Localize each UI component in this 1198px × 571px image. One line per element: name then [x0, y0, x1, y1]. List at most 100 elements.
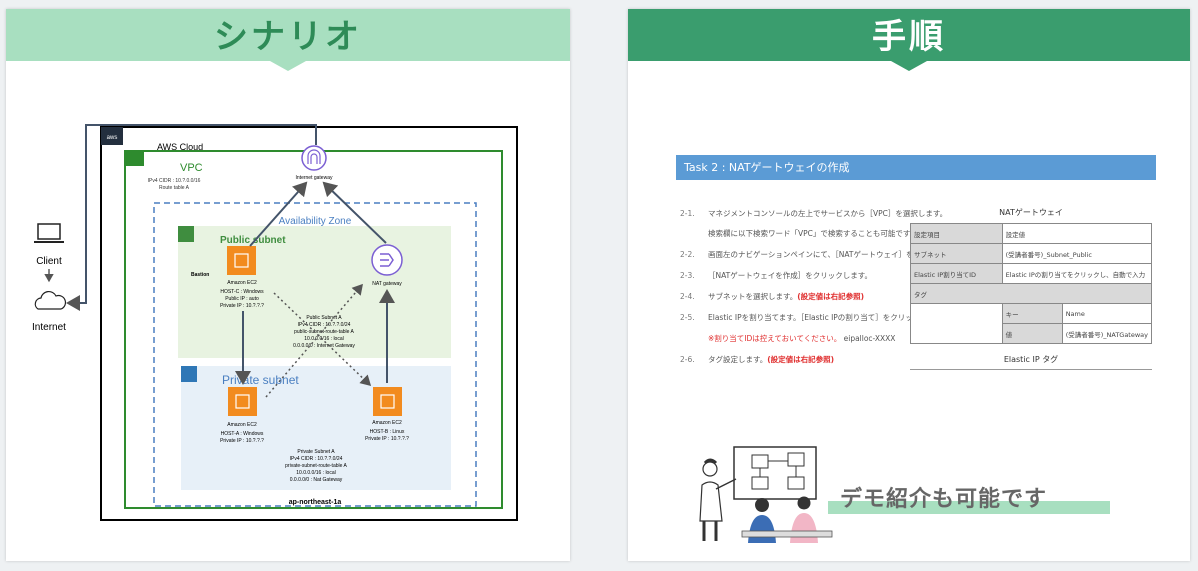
ec2-host-c-icon	[227, 246, 256, 275]
presenter-body	[699, 481, 723, 522]
nat-table-title: NATゲートウェイ	[999, 208, 1063, 217]
tag-value: Name	[1061, 303, 1153, 324]
public-subnet-lock-icon	[178, 226, 194, 242]
host-c-line-3: Private IP : 10.?.?.?	[220, 303, 264, 309]
step-6-num: 2-6.	[680, 355, 695, 364]
step-5-text: Elastic IPを割り当てます。［Elastic IPの割り当て］をクリック…	[708, 313, 950, 322]
availability-zone-label: Availability Zone	[279, 216, 352, 227]
step-2-num: 2-2.	[680, 250, 695, 259]
ec2-host-b-icon	[373, 387, 402, 416]
host-a-line-2: Private IP : 10.?.?.?	[220, 438, 264, 444]
public-info-1: Public Subnet A	[306, 315, 342, 321]
table-row: サブネット (受講者番号)_Subnet_Public	[910, 243, 1153, 264]
table-row: Elastic IP割り当てID Elastic IPの割り当てをクリックし、自…	[910, 263, 1153, 284]
tag-value: (受講者番号)_NATGateway	[1061, 323, 1153, 344]
step-5-sub-id: eipalloc-XXXX	[843, 334, 896, 343]
audience-body-1	[748, 515, 776, 543]
table-row: タグ	[910, 283, 1152, 304]
tag-key: 値	[1001, 323, 1063, 344]
table-indent	[910, 303, 1003, 324]
ec2-host-a-label: Amazon EC2	[227, 422, 257, 428]
private-subnet-title: Private subnet	[222, 373, 299, 387]
ec2-host-b-label: Amazon EC2	[372, 420, 402, 426]
audience-head-1	[755, 498, 769, 512]
table-row: 設定項目 設定値	[910, 223, 1153, 244]
bastion-label: Bastion	[191, 272, 209, 278]
internet-gateway-label: Internet gateway	[296, 175, 333, 181]
ec2-host-a-icon	[228, 387, 257, 416]
table-indent	[910, 323, 1003, 344]
step-1: 2-1. マネジメントコンソールの左上でサービスから［VPC］を選択します。	[680, 208, 947, 219]
scenario-banner	[6, 9, 570, 71]
step-1-num: 2-1.	[680, 209, 695, 218]
private-info-3: private-subnet-route-table A	[285, 463, 347, 469]
vpc-title: VPC	[180, 162, 203, 174]
table-key: 設定項目	[910, 223, 1003, 244]
desk	[741, 530, 833, 538]
table-value: Elastic IPの割り当てをクリックし、自動で入力	[1001, 263, 1153, 284]
host-b-line-1: HOST-B : Linux	[370, 429, 405, 435]
whiteboard	[733, 446, 817, 500]
step-6: 2-6. タグ設定します。(設定値は右記参照)	[680, 354, 834, 365]
public-subnet-title: Public subnet	[220, 235, 286, 246]
table-key: サブネット	[910, 243, 1003, 264]
audience-head-2	[797, 496, 811, 510]
task-title-bar: Task 2 : NATゲートウェイの作成	[676, 155, 1156, 180]
internet-cloud-icon	[34, 290, 67, 310]
tag-key: キー	[1001, 303, 1063, 324]
step-4-num: 2-4.	[680, 292, 695, 301]
aws-logo-text: aws	[107, 135, 118, 141]
table-row: 値 (受講者番号)_NATGateway	[910, 323, 1153, 344]
public-subnet-box	[178, 226, 451, 358]
vpc-icon	[126, 152, 144, 166]
ec2-host-c-label: Amazon EC2	[227, 280, 257, 286]
step-2: 2-2. 画面左のナビゲーションペインにて、［NATゲートウェイ］をクリックします…	[680, 249, 973, 260]
step-3: 2-3.［NATゲートウェイを作成］をクリックします。	[680, 270, 872, 281]
audience-body-2	[790, 513, 818, 543]
private-info-4: 10.0.0.0/16 : local	[296, 470, 335, 476]
table-key: Elastic IP割り当てID	[910, 263, 1003, 284]
aws-logo	[101, 127, 123, 145]
demo-highlight	[828, 501, 1110, 514]
step-6-text: タグ設定します。	[708, 355, 768, 364]
vpc-route: Route table A	[159, 185, 190, 191]
presentation-illustration	[699, 446, 833, 543]
scenario-panel: シナリオ aws AWS Cloud VPC IPv4 CIDR : 10.?.…	[6, 9, 570, 561]
host-a-line-1: HOST-A : Windows	[221, 431, 264, 437]
private-info-5: 0.0.0.0/0 : Nat Gateway	[290, 477, 343, 483]
availability-zone-box	[153, 202, 477, 507]
private-info-1: Private Subnet A	[297, 449, 335, 455]
scenario-title: シナリオ	[214, 17, 362, 57]
public-info-5: 0.0.0.0/0 : Internet Gateway	[293, 343, 355, 349]
step-1-sub: 検索欄に以下検索ワード「VPC」で検索することも可能です。	[708, 229, 918, 238]
region-label: ap-northeast-1a	[289, 499, 342, 506]
step-2-text: 画面左のナビゲーションペインにて、［NATゲートウェイ］をクリックします。	[708, 250, 973, 259]
procedure-banner	[628, 9, 1190, 71]
network-diagram: aws AWS Cloud VPC IPv4 CIDR : 10.?.0.0/1…	[32, 124, 518, 521]
table-row: キー Name	[910, 303, 1153, 324]
step-5-sub: ※割り当てIDは控えておいてください。 eipalloc-XXXX	[708, 333, 895, 344]
public-info-2: IPv4 CIDR : 10.?.?.0/24	[298, 322, 351, 328]
table-underline	[910, 369, 1152, 370]
public-info-4: 10.0.0.0/16 : local	[304, 336, 343, 342]
step-1-text: マネジメントコンソールの左上でサービスから［VPC］を選択します。	[708, 209, 948, 218]
host-b-line-2: Private IP : 10.?.?.?	[365, 436, 409, 442]
private-info-2: IPv4 CIDR : 10.?.?.0/24	[290, 456, 343, 462]
step-5-sub-warning: ※割り当てIDは控えておいてください。	[708, 334, 842, 343]
step-4-note: (設定値は右記参照)	[797, 292, 865, 301]
step-6-note: (設定値は右記参照)	[767, 355, 835, 364]
presenter-head	[702, 461, 718, 477]
nat-table-caption: Elastic IP タグ	[1003, 355, 1059, 364]
vpc-cidr: IPv4 CIDR : 10.?.0.0/16	[148, 178, 201, 184]
table-key: タグ	[910, 283, 1152, 304]
table-value: (受講者番号)_Subnet_Public	[1001, 243, 1153, 264]
private-subnet-box	[181, 366, 451, 490]
nat-settings-table: 設定項目 設定値 サブネット (受講者番号)_Subnet_Public Ela…	[910, 223, 1153, 344]
procedure-title: 手順	[872, 17, 946, 57]
public-info-3: public-subnet-route-table A	[294, 329, 354, 335]
procedure-panel: 手順 Task 2 : NATゲートウェイの作成 2-1. マネジメントコンソール…	[628, 9, 1190, 561]
host-c-line-2: Public IP : auto	[225, 296, 259, 302]
private-subnet-lock-icon	[181, 366, 197, 382]
step-3-num: 2-3.	[680, 271, 695, 280]
step-4: 2-4.サブネットを選択します。(設定値は右記参照)	[680, 291, 864, 302]
